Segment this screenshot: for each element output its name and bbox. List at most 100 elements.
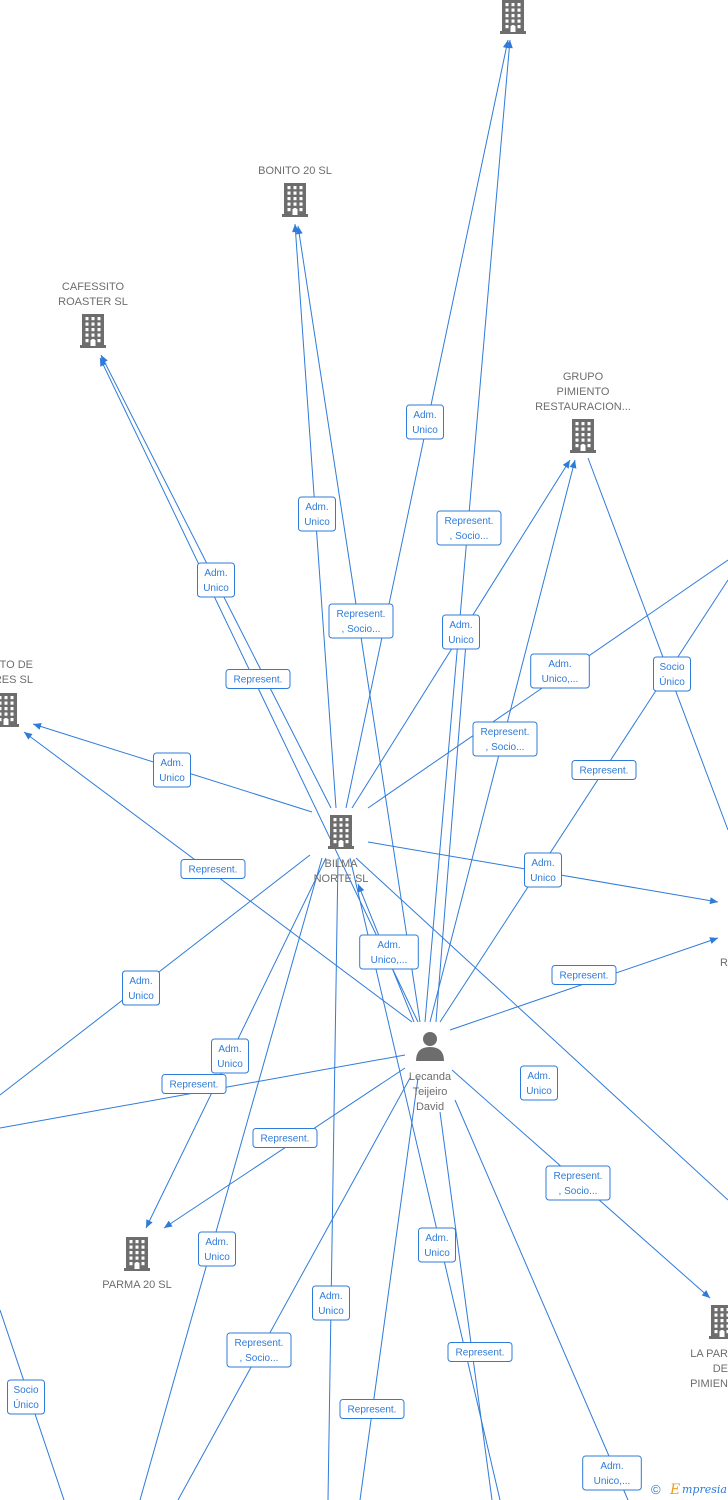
edge-label[interactable]: Adm.Unico <box>406 404 444 440</box>
edge-label-text: Adm. <box>531 858 554 869</box>
node-label: PARMA 20 SL <box>102 1279 172 1291</box>
edge-label[interactable]: Adm.Unico <box>198 1231 236 1267</box>
edge-label-box <box>653 656 691 692</box>
edge-label[interactable]: Adm.Unico <box>524 852 562 888</box>
edge-label[interactable]: Adm. Unico,... <box>359 934 419 970</box>
edge-line <box>587 457 728 831</box>
edge-label-box <box>197 562 235 598</box>
building-icon <box>570 419 596 453</box>
edge-label[interactable]: Represent., Socio... <box>328 603 394 639</box>
edge-label-text: Adm. <box>377 940 400 951</box>
node-label: NORTE SL <box>314 873 369 885</box>
node-label: GRUPO <box>563 371 604 383</box>
edge-label-text: Unico <box>304 517 330 528</box>
company-node[interactable]: TO DERES SL <box>0 659 33 727</box>
edge-label-box <box>551 965 617 985</box>
edge-label-text: Socio <box>13 1385 38 1396</box>
edge-label[interactable]: Adm.Unico,... <box>582 1455 642 1491</box>
arrowhead-icon <box>709 937 718 944</box>
edge-label-text: , Socio... <box>240 1353 279 1364</box>
edge-label-box <box>211 1038 249 1074</box>
edge-label-text: Adm. <box>425 1233 448 1244</box>
edge-label[interactable]: Represent. <box>571 760 637 780</box>
edge-label[interactable]: Adm. Unico <box>418 1227 456 1263</box>
edge-label[interactable]: Represent. <box>225 669 291 689</box>
edge-label-text: Unico,... <box>594 1476 631 1487</box>
company-node[interactable] <box>500 0 526 34</box>
edge-label-box <box>524 852 562 888</box>
building-icon <box>80 314 106 348</box>
edge-label-text: Unico <box>424 1248 450 1259</box>
edge-label-text: Adm. <box>129 976 152 987</box>
edge-label-text: , Socio... <box>342 624 381 635</box>
edge-label[interactable]: Adm.Unico <box>298 496 336 532</box>
company-node[interactable]: R <box>720 943 728 977</box>
edge-label[interactable]: Adm.Unico,... <box>530 653 590 689</box>
edge-line <box>177 1077 411 1500</box>
edge-line <box>454 1099 629 1500</box>
edge-label[interactable]: Adm.Unico <box>312 1285 350 1321</box>
edge-label[interactable]: Adm.Unico <box>153 752 191 788</box>
node-label: David <box>416 1101 444 1113</box>
edge-label-text: Adm. <box>449 620 472 631</box>
node-label: LA PAR <box>690 1348 728 1360</box>
edge-label[interactable]: Represent., Socio... <box>436 510 502 546</box>
edge-label-text: Unico <box>204 1252 230 1263</box>
edge-label-text: Único <box>13 1398 39 1411</box>
edge-label[interactable]: Represent., Socio... <box>545 1165 611 1201</box>
edge-label-text: Único <box>659 675 685 688</box>
company-node[interactable]: PARMA 20 SL <box>102 1237 172 1291</box>
edge-label-text: Adm. <box>413 410 436 421</box>
edge-label-text: Represent. <box>348 1405 397 1416</box>
edge-label-box <box>312 1285 350 1321</box>
node-label: RESTAURACION... <box>535 401 631 413</box>
edge-label-text: Represent. <box>560 971 609 982</box>
edge-label[interactable]: Represent. <box>447 1342 513 1362</box>
company-node[interactable]: GRUPOPIMIENTORESTAURACION... <box>535 371 631 453</box>
edge-label[interactable]: Represent. <box>180 859 246 879</box>
edge-label[interactable]: Represent., Socio... <box>472 721 538 757</box>
arrowhead-icon <box>562 460 570 469</box>
edge-label[interactable]: Adm.Unico <box>520 1065 558 1101</box>
node-label: TO DE <box>0 659 33 671</box>
edge-label-text: Represent. <box>580 766 629 777</box>
company-node[interactable]: BONITO 20 SL <box>258 165 332 217</box>
edge-label[interactable]: Adm.Unico <box>211 1038 249 1074</box>
edge-label-box <box>436 510 502 546</box>
edge-label[interactable]: Adm.Unico <box>442 614 480 650</box>
edge-label-text: , Socio... <box>486 742 525 753</box>
edge-label-text: Unico <box>217 1059 243 1070</box>
edge-label-text: Represent. <box>189 865 238 876</box>
edge-label[interactable]: Represent. <box>551 965 617 985</box>
arrowhead-icon <box>33 723 42 730</box>
arrowhead-icon <box>505 40 513 49</box>
edge-line <box>327 857 339 1500</box>
edge-label-text: Unico <box>128 991 154 1002</box>
edge-label[interactable]: Represent. <box>339 1399 405 1419</box>
edge-label[interactable]: Adm. Unico <box>122 970 160 1006</box>
brand-logo-initial: E <box>669 1482 680 1498</box>
edge-label-box <box>406 404 444 440</box>
edge-label-text: Unico <box>318 1306 344 1317</box>
node-label: CAFESSITO <box>62 281 125 293</box>
building-icon <box>282 183 308 217</box>
edge-label[interactable]: Adm.Unico <box>197 562 235 598</box>
edge-label[interactable]: Represent., Socio... <box>226 1332 292 1368</box>
edge-label[interactable]: Represent. <box>161 1074 227 1094</box>
edge-label-text: Represent. <box>234 675 283 686</box>
edge-label-box <box>226 1332 292 1368</box>
building-icon <box>124 1237 150 1271</box>
arrowhead-icon <box>569 460 577 469</box>
edge-label-text: Unico,... <box>371 955 408 966</box>
arrowhead-icon <box>357 884 365 893</box>
edge-label[interactable]: Represent. <box>252 1128 318 1148</box>
edge-label-text: Socio <box>659 662 684 673</box>
